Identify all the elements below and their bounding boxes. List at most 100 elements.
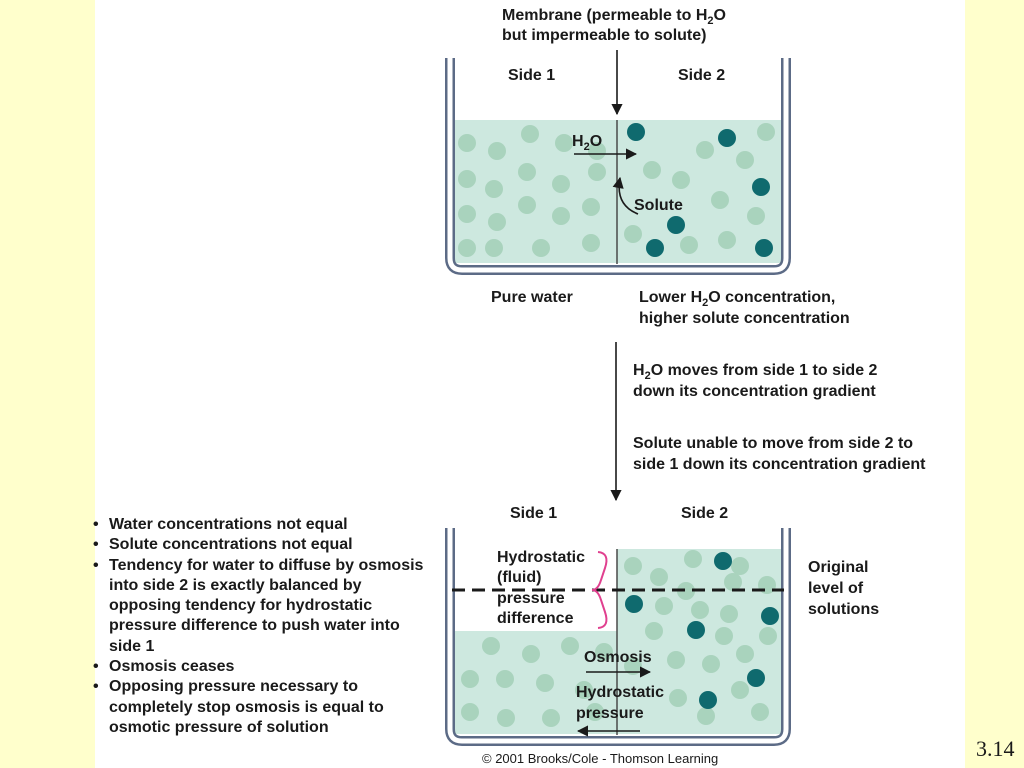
- water-molecule: [552, 207, 570, 225]
- water-molecule: [586, 703, 604, 721]
- bottom-water-side2: [617, 549, 781, 734]
- top-beaker: [445, 58, 791, 275]
- original-level-label-2: level of: [808, 580, 864, 597]
- water-molecule: [759, 627, 777, 645]
- water-molecule: [496, 670, 514, 688]
- water-molecule: [751, 703, 769, 721]
- middle-text-line4: side 1 down its concentration gradient: [633, 456, 926, 473]
- top-molecules: [458, 123, 775, 257]
- water-molecule: [575, 681, 593, 699]
- solute-molecule: [718, 129, 736, 147]
- top-side1-label: Side 1: [508, 67, 555, 84]
- hydrostatic-label-2: pressure: [576, 705, 644, 722]
- water-molecule: [518, 163, 536, 181]
- solute-molecule: [752, 178, 770, 196]
- water-molecule: [655, 597, 673, 615]
- water-molecule: [624, 557, 642, 575]
- water-molecule: [696, 141, 714, 159]
- pressure-label-4: difference: [497, 610, 574, 627]
- bottom-beaker: [445, 528, 791, 746]
- slide-number: 3.14: [976, 736, 1015, 761]
- bottom-side1-label: Side 1: [510, 505, 557, 522]
- water-molecule: [485, 180, 503, 198]
- water-molecule: [697, 707, 715, 725]
- pressure-label-1: Hydrostatic: [497, 549, 585, 566]
- top-h2o-label: H2O: [572, 133, 602, 153]
- water-molecule: [552, 175, 570, 193]
- water-molecule: [542, 709, 560, 727]
- water-molecule: [588, 163, 606, 181]
- water-molecule: [724, 573, 742, 591]
- water-molecule: [582, 198, 600, 216]
- solute-molecule: [667, 216, 685, 234]
- solute-molecule: [646, 239, 664, 257]
- water-molecule: [582, 234, 600, 252]
- water-molecule: [624, 225, 642, 243]
- solute-molecule: [761, 607, 779, 625]
- water-molecule: [731, 681, 749, 699]
- solute-molecule: [687, 621, 705, 639]
- water-molecule: [718, 231, 736, 249]
- water-molecule: [736, 645, 754, 663]
- water-molecule: [461, 703, 479, 721]
- water-molecule: [555, 134, 573, 152]
- water-molecule: [458, 134, 476, 152]
- water-molecule: [536, 674, 554, 692]
- pressure-label-2: (fluid): [497, 569, 541, 586]
- pressure-brace: [591, 551, 608, 629]
- water-molecule: [458, 239, 476, 257]
- copyright-text: © 2001 Brooks/Cole - Thomson Learning: [482, 751, 718, 766]
- water-molecule: [518, 196, 536, 214]
- pressure-label-3: pressure: [497, 590, 565, 607]
- bullet-item: Opposing pressure necessary to completel…: [93, 677, 433, 738]
- middle-text-line2: down its concentration gradient: [633, 383, 876, 400]
- original-level-label-3: solutions: [808, 601, 879, 618]
- water-molecule: [458, 170, 476, 188]
- water-molecule: [461, 670, 479, 688]
- middle-text-line3: Solute unable to move from side 2 to: [633, 435, 913, 452]
- water-molecule: [643, 161, 661, 179]
- water-molecule: [684, 550, 702, 568]
- water-molecule: [747, 207, 765, 225]
- water-molecule: [595, 643, 613, 661]
- top-side2-label: Side 2: [678, 67, 725, 84]
- bullet-item: Tendency for water to diffuse by osmosis…: [93, 556, 433, 657]
- solute-molecule: [627, 123, 645, 141]
- water-molecule: [731, 557, 749, 575]
- lower-h2o-label: Lower H2O concentration,: [639, 289, 835, 309]
- water-molecule: [680, 236, 698, 254]
- membrane-label-line1: Membrane (permeable to H2O: [502, 7, 726, 27]
- water-molecule: [561, 637, 579, 655]
- water-molecule: [736, 151, 754, 169]
- solute-molecule: [714, 552, 732, 570]
- water-molecule: [650, 568, 668, 586]
- water-molecule: [488, 142, 506, 160]
- pure-water-label: Pure water: [491, 289, 573, 306]
- bottom-molecules: [461, 550, 779, 727]
- water-molecule: [532, 239, 550, 257]
- higher-solute-label: higher solute concentration: [639, 310, 850, 327]
- water-molecule: [669, 689, 687, 707]
- solute-molecule: [747, 669, 765, 687]
- water-molecule: [702, 655, 720, 673]
- water-molecule: [715, 627, 733, 645]
- middle-text-line1: H2O moves from side 1 to side 2: [633, 362, 878, 382]
- bullet-item: Solute concentrations not equal: [93, 535, 433, 555]
- water-molecule: [624, 657, 642, 675]
- solute-molecule: [699, 691, 717, 709]
- water-molecule: [458, 205, 476, 223]
- water-molecule: [522, 645, 540, 663]
- original-level-label-1: Original: [808, 559, 868, 576]
- hydrostatic-label-1: Hydrostatic: [576, 684, 664, 701]
- water-molecule: [488, 213, 506, 231]
- water-molecule: [667, 651, 685, 669]
- water-molecule: [711, 191, 729, 209]
- water-molecule: [521, 125, 539, 143]
- bullet-item: Osmosis ceases: [93, 657, 433, 677]
- water-molecule: [497, 709, 515, 727]
- bottom-side2-label: Side 2: [681, 505, 728, 522]
- membrane-label-line2: but impermeable to solute): [502, 27, 706, 44]
- osmosis-label: Osmosis: [584, 649, 652, 666]
- water-molecule: [672, 171, 690, 189]
